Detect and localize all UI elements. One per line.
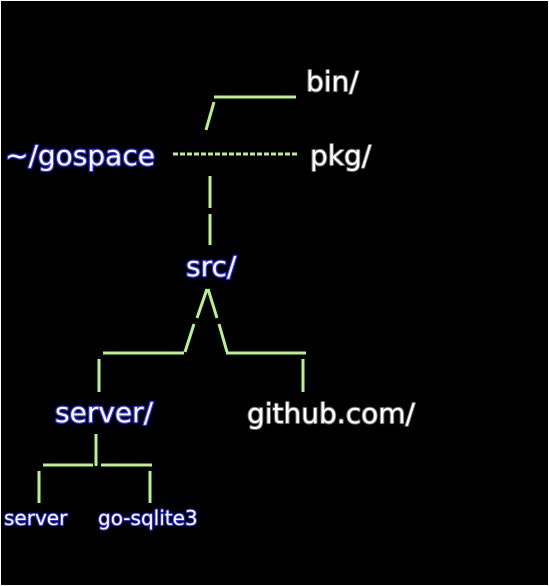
connector-server-dir-to-children bbox=[37, 434, 152, 503]
server-dir-label: server/ bbox=[55, 396, 154, 429]
github-dir-label: github.com/ bbox=[247, 397, 415, 430]
connector-src-to-github bbox=[206, 288, 306, 392]
go-sqlite3-dir-label: go-sqlite3 bbox=[98, 506, 198, 530]
connector-src-to-server bbox=[97, 288, 209, 392]
connector-root-to-bin bbox=[204, 95, 296, 131]
src-dir-label: src/ bbox=[186, 250, 237, 283]
root-dir-label: ~/gospace bbox=[5, 139, 155, 172]
pkg-dir-label: pkg/ bbox=[310, 139, 372, 172]
server-binary-label: server bbox=[4, 506, 68, 530]
bin-dir-label: bin/ bbox=[306, 65, 359, 98]
